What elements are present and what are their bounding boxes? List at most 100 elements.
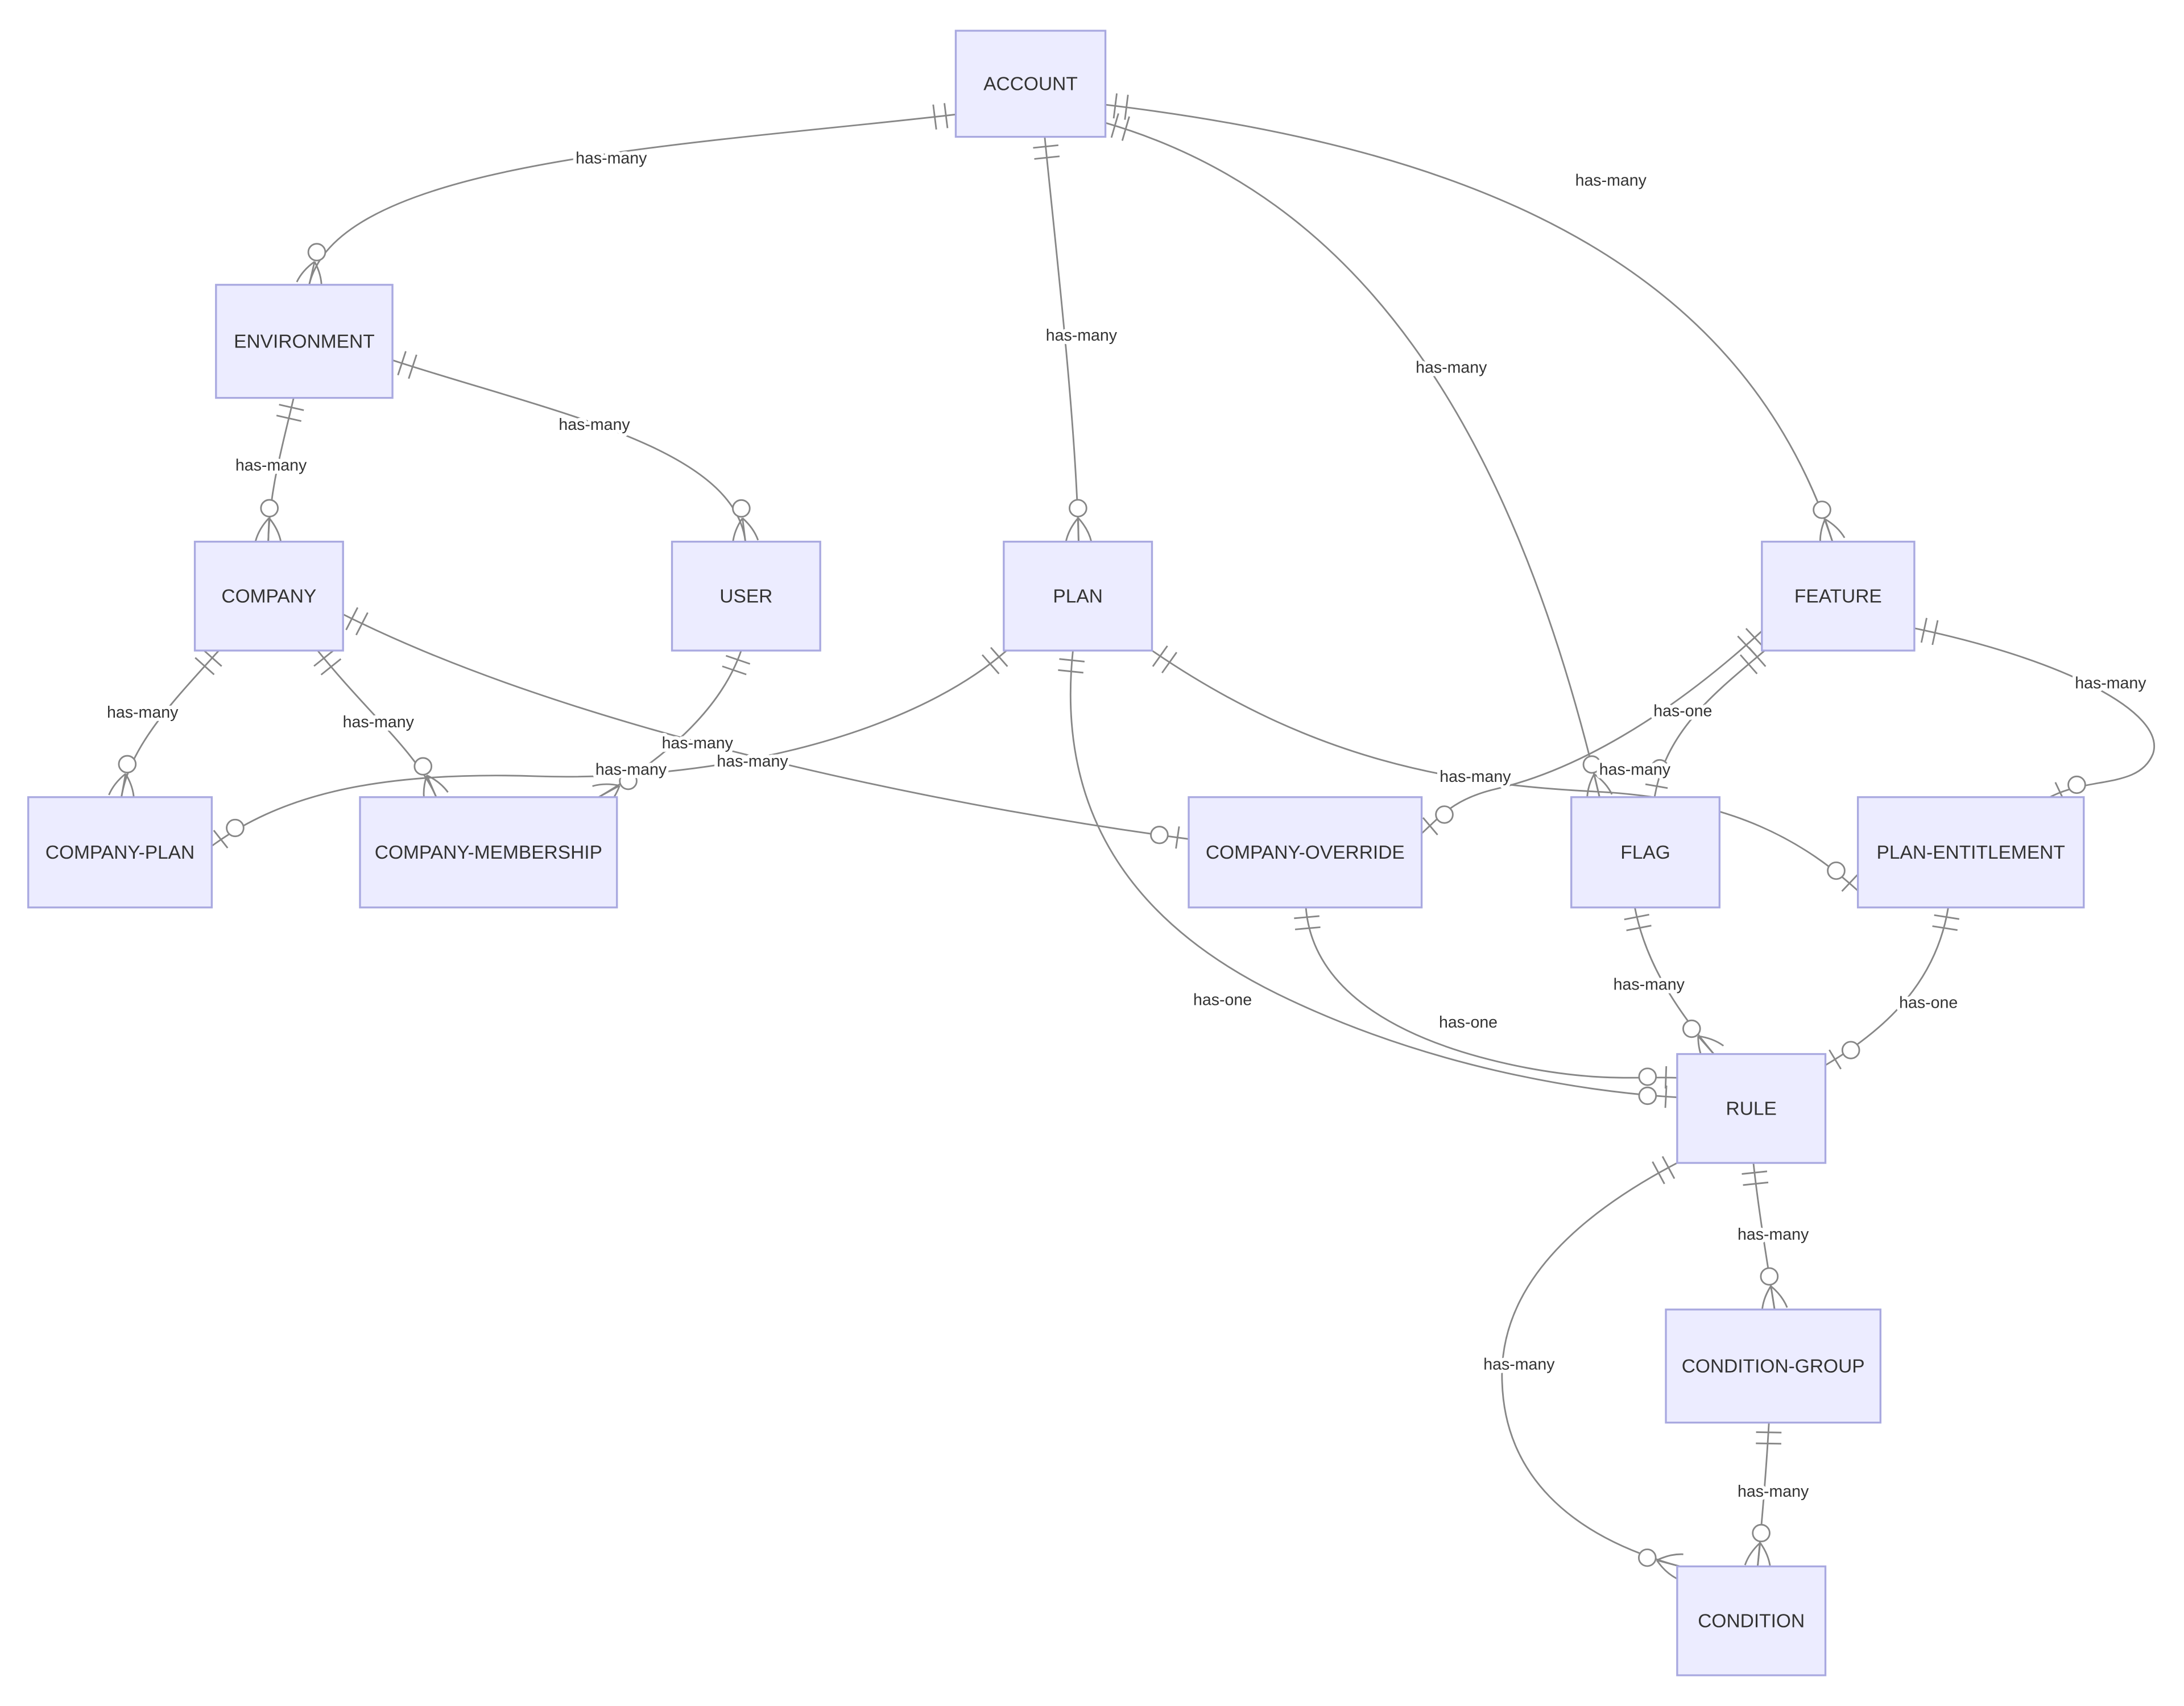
relationship-label: has-many [1614,976,1685,994]
one-marker-bar [1743,1181,1769,1186]
relationship-plan-rule [1069,650,1677,1099]
one-marker-bar [1932,925,1958,931]
one-marker-bar [202,648,222,667]
one-marker-bar [1645,783,1668,789]
crows-foot-tine [1697,1036,1715,1055]
one-marker-bar [276,415,302,422]
one-marker-bar [1920,618,1927,643]
cardinality-condition-group-condition [1744,1431,1782,1568]
relationship-label: has-many [343,713,415,731]
one-marker-bar [1110,113,1119,138]
entity-label-company-membership: COMPANY-MEMBERSHIP [375,842,602,863]
relationship-label: has-many [1483,1356,1555,1374]
one-marker-bar [1121,116,1130,141]
cardinality-account-feature [1112,93,1846,546]
relationship-label: has-many [559,416,630,434]
entity-box-plan-entitlement [1856,796,2085,909]
entity-box-company-membership [359,796,618,909]
relationship-label: has-many [662,734,734,752]
relationship-label: has-many [595,761,667,779]
crows-foot-tine [308,261,316,285]
one-marker-bar [722,665,747,676]
entity-label-flag: FLAG [1620,842,1670,863]
zero-circle-icon [118,755,137,773]
zero-circle-icon [1637,1548,1657,1567]
entity-environment: ENVIRONMENT [215,284,394,399]
one-marker-bar [345,607,359,631]
relationship-company-company-membership [317,650,437,798]
zero-circle-icon [413,757,433,776]
relationship-account-flag [1105,122,1600,798]
one-marker-bar [1626,925,1652,931]
crows-foot-tine [742,517,759,541]
one-marker-bar [1841,874,1858,892]
entity-box-condition [1676,1565,1827,1676]
cardinality-company-override-rule [1294,915,1668,1089]
entity-box-feature [1761,540,1916,652]
one-marker-bar [1624,914,1649,921]
one-marker-bar [1742,1170,1768,1175]
crows-foot-tine [313,261,322,288]
relationship-labels-layer: has-manyhas-manyhas-manyhas-manyhas-many… [104,146,2150,1504]
zero-circle-icon [1650,759,1669,778]
crows-foot-tine [1756,1542,1761,1567]
entity-flag: FLAG [1570,796,1721,909]
crows-foot-tine [592,783,620,787]
relationship-rule-condition [1501,1162,1681,1567]
cardinality-plan-company-plan [213,647,1008,848]
one-marker-bar [1059,658,1085,662]
crows-foot-tine [742,517,747,542]
one-marker-bar [990,647,1008,667]
one-marker-bar [313,649,334,667]
relationship-company-override-rule [1305,907,1677,1079]
relationship-plan-entitlement-rule [1825,907,1949,1066]
entity-box-rule [1676,1053,1827,1164]
zero-circle-icon [1813,500,1831,519]
relationship-label: has-many [717,752,788,771]
one-marker-bar [1745,628,1764,648]
entity-box-condition-group [1665,1309,1881,1424]
cardinality-markers-layer [108,93,2086,1580]
relationship-plan-company-plan [211,649,1007,847]
crows-foot-tine [1825,518,1846,539]
zero-circle-icon [1682,1019,1701,1038]
entity-box-flag [1570,796,1721,909]
one-marker-bar [981,654,1000,674]
relationship-label: has-many [1575,172,1647,190]
crows-foot-tine [1594,773,1613,795]
cardinality-plan-rule [1058,658,1668,1108]
cardinality-feature-plan-entitlement [1920,618,2086,803]
entity-label-rule: RULE [1726,1099,1777,1120]
relationship-label: has-many [107,703,179,722]
relationship-label: has-many [576,149,647,167]
one-marker-bar [1033,144,1059,149]
one-marker-bar [1664,1085,1668,1108]
crows-foot-tine [267,517,270,542]
cardinality-user-company-membership [592,655,751,809]
relationship-label: has-many [1738,1483,1809,1501]
one-marker-bar [1034,155,1060,160]
entity-label-company: COMPANY [221,586,316,607]
zero-circle-icon [1069,499,1087,517]
zero-circle-icon [1827,861,1846,880]
crows-foot-tine [1586,773,1595,800]
cardinality-rule-condition [1637,1156,1684,1580]
crows-foot-tine [1770,1286,1776,1310]
entity-box-plan [1003,540,1153,652]
cardinality-plan-entitlement-rule [1829,914,1960,1070]
relationship-label: has-one [1899,994,1958,1012]
cardinality-company-company-plan [108,648,222,800]
entity-label-company-plan: COMPANY-PLAN [46,842,195,863]
one-marker-bar [932,104,937,130]
relationship-feature-flag [1653,649,1765,798]
zero-circle-icon [1638,1086,1657,1105]
relationship-environment-user [392,359,747,542]
zero-circle-icon [1150,826,1169,844]
zero-circle-icon [1752,1523,1771,1543]
crows-foot-tine [1656,1559,1681,1567]
entity-label-condition-group: CONDITION-GROUP [1682,1356,1865,1377]
entity-feature: FEATURE [1761,540,1916,652]
one-marker-bar [397,351,407,376]
